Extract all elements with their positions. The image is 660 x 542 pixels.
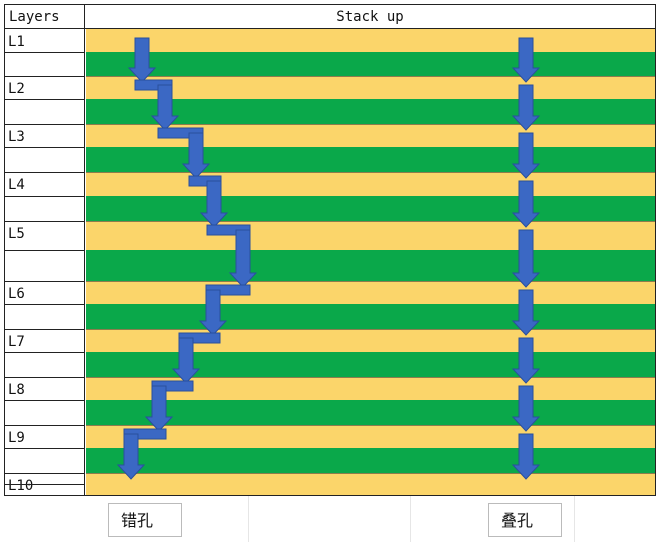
stacked-via-arrow <box>511 84 541 131</box>
copper-band <box>86 76 655 99</box>
layers-header: Layers <box>5 5 85 29</box>
row-divider <box>5 484 85 485</box>
stacked-via-arrow <box>511 180 541 228</box>
dielectric-band <box>86 196 655 221</box>
band-divider <box>86 281 655 282</box>
band-divider <box>86 473 655 474</box>
band-divider <box>86 425 655 426</box>
layer-label-l5: L5 <box>8 226 25 242</box>
dielectric-band <box>86 52 655 76</box>
row-divider <box>5 250 85 251</box>
copper-band <box>86 29 655 52</box>
staggered-via-label: 错孔 <box>108 503 182 537</box>
row-divider <box>5 124 85 125</box>
row-divider <box>5 52 85 53</box>
grid-line <box>574 496 575 542</box>
row-divider <box>5 76 85 77</box>
staggered-via-arrow <box>116 433 146 480</box>
layer-label-l8: L8 <box>8 382 25 398</box>
layer-label-l6: L6 <box>8 286 25 302</box>
stacked-via-arrow <box>511 337 541 384</box>
band-divider <box>86 76 655 77</box>
row-divider <box>5 352 85 353</box>
copper-band <box>86 124 655 147</box>
staggered-via-arrow <box>199 180 229 228</box>
row-divider <box>5 329 85 330</box>
row-divider <box>5 304 85 305</box>
band-divider <box>86 329 655 330</box>
band-divider <box>86 221 655 222</box>
row-divider <box>5 377 85 378</box>
grid-line <box>410 496 411 542</box>
copper-band <box>86 473 655 495</box>
row-divider <box>5 147 85 148</box>
row-divider <box>5 473 85 474</box>
dielectric-band <box>86 304 655 329</box>
row-divider <box>5 172 85 173</box>
grid-line <box>248 496 249 542</box>
via-arrows <box>116 37 541 480</box>
staggered-via-arrow <box>171 337 201 384</box>
row-divider <box>5 99 85 100</box>
stackup-header: Stack up <box>85 5 655 29</box>
copper-band <box>86 377 655 400</box>
stackup-table <box>4 4 656 496</box>
layer-label-l10: L10 <box>8 478 34 494</box>
row-divider <box>5 400 85 401</box>
band-divider <box>86 124 655 125</box>
stacked-via-arrow <box>511 132 541 179</box>
layer-label-l2: L2 <box>8 81 25 97</box>
stacked-via-label: 叠孔 <box>488 503 562 537</box>
copper-band <box>86 425 655 448</box>
band-divider <box>86 172 655 173</box>
stacked-via-arrow <box>511 37 541 83</box>
dielectric-band <box>86 448 655 473</box>
row-divider <box>5 448 85 449</box>
layer-label-l1: L1 <box>8 34 25 50</box>
staggered-via-arrow <box>127 37 157 83</box>
dielectric-band <box>86 99 655 124</box>
row-divider <box>5 425 85 426</box>
stacked-via-arrow <box>511 289 541 336</box>
copper-band <box>86 172 655 196</box>
dielectric-band <box>86 147 655 172</box>
band-divider <box>86 377 655 378</box>
staggered-via-arrow <box>144 385 174 432</box>
staggered-via-arrow <box>228 229 258 288</box>
row-divider <box>5 196 85 197</box>
staggered-via-arrow <box>181 132 211 179</box>
layer-label-l9: L9 <box>8 430 25 446</box>
stacked-via-arrow <box>511 433 541 480</box>
copper-band <box>86 221 655 250</box>
staggered-via-arrow <box>198 289 228 336</box>
layer-label-l4: L4 <box>8 177 25 193</box>
copper-band <box>86 329 655 352</box>
row-divider <box>5 281 85 282</box>
stackup-diagram <box>86 29 655 495</box>
layer-label-l3: L3 <box>8 129 25 145</box>
layer-label-l7: L7 <box>8 334 25 350</box>
dielectric-band <box>86 250 655 281</box>
row-divider <box>5 221 85 222</box>
staggered-via-arrow <box>150 84 180 131</box>
stacked-via-arrow <box>511 229 541 288</box>
stacked-via-arrow <box>511 385 541 432</box>
dielectric-band <box>86 400 655 425</box>
